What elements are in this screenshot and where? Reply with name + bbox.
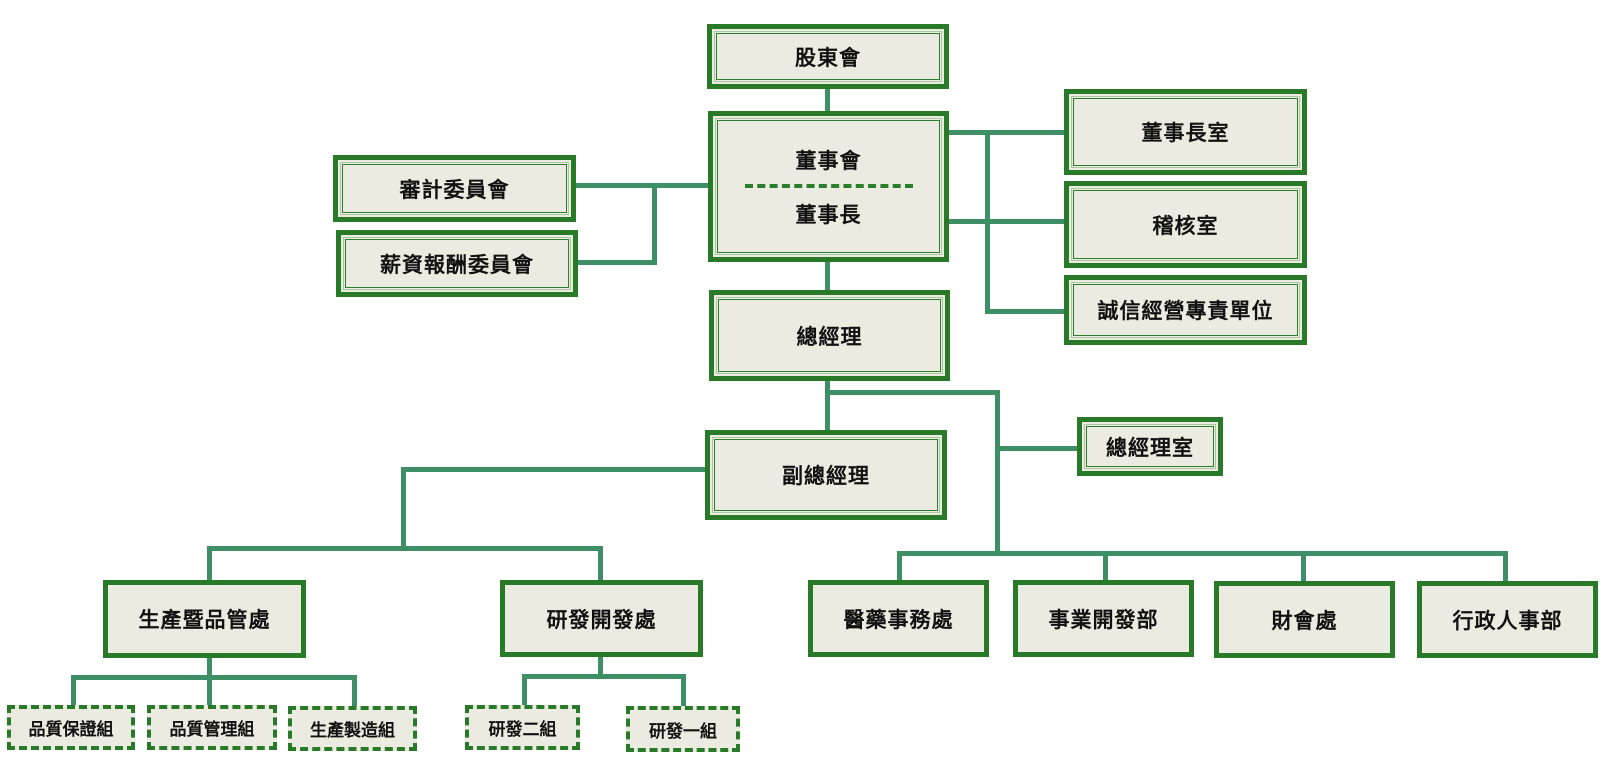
- node-label: 研發二組: [488, 720, 557, 740]
- node-production-qc: 生產暨品管處: [103, 580, 306, 658]
- node-label: 總經理室: [1106, 435, 1194, 460]
- node-rnd-group-1: 研發一組: [626, 706, 740, 752]
- node-label: 薪資報酬委員會: [380, 252, 534, 277]
- node-internal-audit: 稽核室: [1064, 181, 1307, 268]
- connector-qc: [207, 675, 212, 705]
- node-label: 生產製造組: [310, 721, 395, 741]
- connector-rnd: [598, 546, 603, 580]
- connector-board-committees: [576, 183, 708, 188]
- connector-qa: [71, 675, 76, 705]
- node-admin-hr: 行政人事部: [1417, 581, 1598, 658]
- node-label: 行政人事部: [1452, 608, 1563, 633]
- connector-gm-branch: [825, 390, 1000, 395]
- connector-board-gm: [825, 262, 830, 290]
- node-qa-group: 品質保證組: [7, 705, 135, 750]
- connector-right-vertical: [985, 130, 990, 313]
- node-shareholders: 股東會: [707, 24, 949, 89]
- node-label: 財會處: [1271, 608, 1338, 633]
- node-qc-group: 品質管理組: [147, 705, 277, 750]
- connector-divisions-bar: [207, 546, 603, 551]
- node-label: 生產暨品管處: [138, 608, 271, 632]
- node-gm-office: 總經理室: [1077, 417, 1223, 476]
- node-label: 品質保證組: [28, 720, 114, 740]
- connector-gm-deputy: [825, 381, 830, 430]
- node-label: 副總經理: [782, 464, 870, 488]
- node-label: 醫藥事務處: [843, 607, 954, 632]
- node-label: 稽核室: [1152, 213, 1219, 238]
- node-label-chairman: 董事長: [795, 202, 862, 227]
- connector-groups-bar-1: [71, 675, 357, 680]
- connector-regulatory: [897, 551, 902, 580]
- node-compensation-committee: 薪資報酬委員會: [336, 230, 578, 297]
- node-regulatory-affairs: 醫藥事務處: [808, 580, 989, 657]
- connector-production: [207, 546, 212, 580]
- connector-gm-office: [995, 446, 1077, 451]
- node-business-development: 事業開發部: [1013, 580, 1194, 657]
- connector-deputy-left: [401, 467, 705, 472]
- connector-gm-branch-vertical: [995, 390, 1000, 556]
- connector-deputy-vertical: [401, 467, 406, 550]
- node-label: 總經理: [796, 324, 863, 349]
- connector-rnd-down: [598, 657, 603, 678]
- connector-committees-vertical: [652, 183, 657, 264]
- connector-shareholders-board: [825, 89, 830, 111]
- connector-admin: [1503, 551, 1508, 581]
- node-label: 誠信經營專責單位: [1097, 299, 1274, 323]
- connector-rnd2: [522, 674, 527, 705]
- node-label: 股東會: [795, 45, 861, 70]
- node-label: 董事長室: [1141, 121, 1230, 145]
- connector-compensation: [578, 260, 657, 265]
- node-deputy-gm: 副總經理: [705, 430, 947, 520]
- node-general-manager: 總經理: [709, 290, 950, 381]
- connector-bizdev: [1103, 551, 1108, 580]
- connector-rnd1: [681, 674, 686, 706]
- node-label: 品質管理組: [169, 720, 255, 740]
- connector-production-down: [207, 658, 212, 679]
- node-label: 研發開發處: [546, 607, 657, 632]
- node-integrity-unit: 誠信經營專責單位: [1064, 275, 1307, 345]
- node-label: 事業開發部: [1048, 607, 1159, 632]
- node-label: 審計委員會: [399, 177, 510, 202]
- node-rnd-division: 研發開發處: [500, 580, 703, 657]
- connector-finance: [1301, 551, 1306, 581]
- node-rnd-group-2: 研發二組: [465, 705, 580, 750]
- connector-board-chairman-office: [949, 130, 1064, 135]
- node-audit-committee: 審計委員會: [333, 155, 576, 222]
- connector-mfg: [352, 675, 357, 706]
- node-manufacturing-group: 生產製造組: [288, 706, 417, 751]
- node-board: 董事會 董事長: [708, 111, 949, 262]
- node-finance-accounting: 財會處: [1214, 581, 1395, 658]
- connector-groups-bar-2: [522, 674, 686, 679]
- dashed-divider: [744, 183, 913, 188]
- node-label-board: 董事會: [795, 148, 862, 173]
- connector-board-audit: [949, 219, 1064, 224]
- connector-integrity: [985, 309, 1064, 314]
- node-chairman-office: 董事長室: [1064, 89, 1307, 175]
- connector-departments-bar: [897, 551, 1508, 556]
- node-label: 研發一組: [649, 721, 717, 742]
